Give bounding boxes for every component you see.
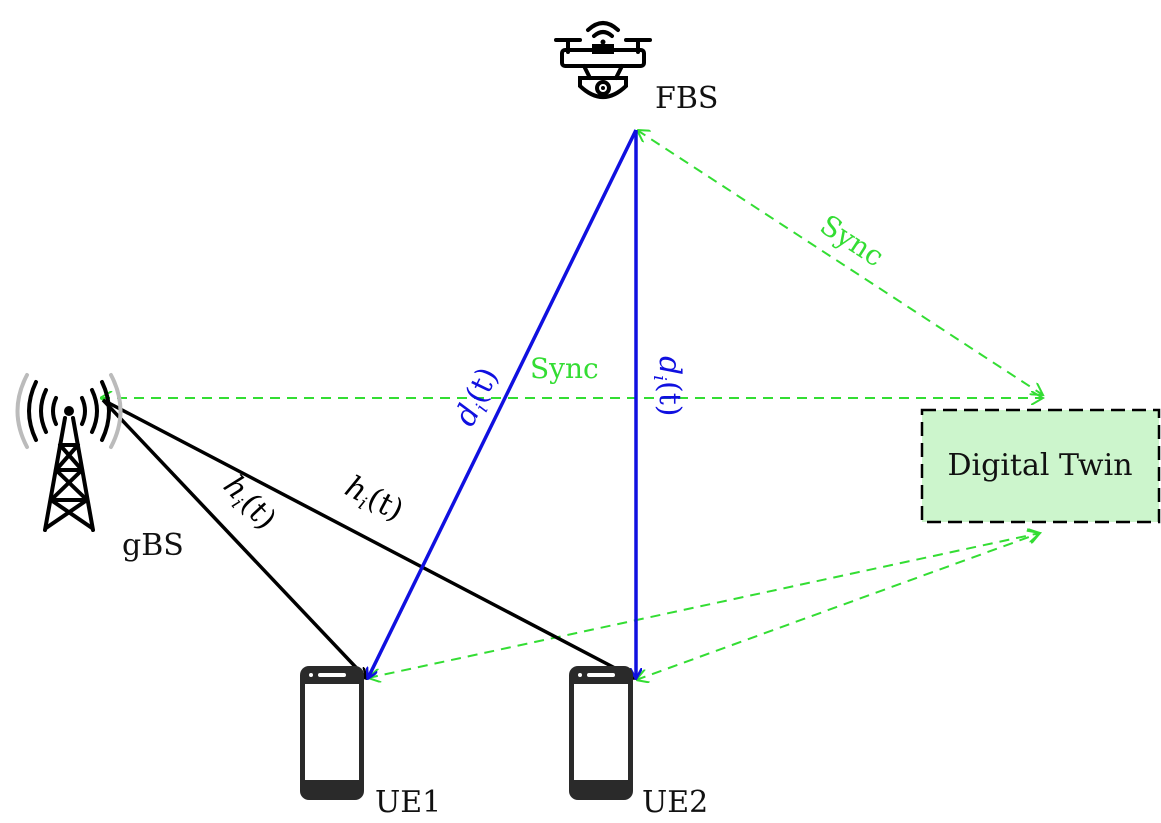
link-gbs-ue1 — [101, 398, 366, 678]
link-fbs-ue1 — [368, 129, 638, 678]
d-argument: (t) — [459, 362, 506, 409]
digital-twin-box — [920, 408, 1161, 524]
cell-tower-icon — [15, 373, 123, 532]
fbs-links — [368, 129, 638, 678]
sync-links — [100, 130, 1043, 680]
gbs-label: gBS — [122, 528, 184, 563]
smartphone-icon — [569, 666, 633, 800]
drone-icon — [554, 21, 652, 99]
gbs-node: gBS — [15, 373, 184, 563]
sync-link-ue2-twin — [636, 533, 1040, 680]
ue1-node: UE1 — [300, 666, 441, 820]
label-h-gbs-ue2: hi(t) — [338, 469, 409, 531]
digital-twin-label: Digital Twin — [947, 448, 1132, 483]
ue2-node: UE2 — [569, 666, 708, 820]
smartphone-icon — [300, 666, 364, 800]
d-symbol: d — [652, 356, 687, 375]
digital-twin-node: Digital Twin — [920, 408, 1161, 524]
sync-link-fbs-twin — [637, 130, 1043, 395]
d-argument: (t) — [652, 381, 687, 416]
d-subscript: i — [649, 375, 670, 381]
sync-label-gbs: Sync — [530, 352, 599, 385]
sync-label-fbs: Sync — [814, 208, 890, 273]
fbs-label: FBS — [655, 81, 718, 116]
link-gbs-ue2 — [102, 398, 634, 678]
label-d-fbs-ue2: di(t) — [649, 356, 687, 416]
h-argument: (t) — [361, 481, 409, 529]
fbs-node: FBS — [554, 21, 718, 116]
ue2-label: UE2 — [642, 785, 708, 820]
ue1-label: UE1 — [375, 785, 441, 820]
gbs-links — [101, 398, 634, 678]
